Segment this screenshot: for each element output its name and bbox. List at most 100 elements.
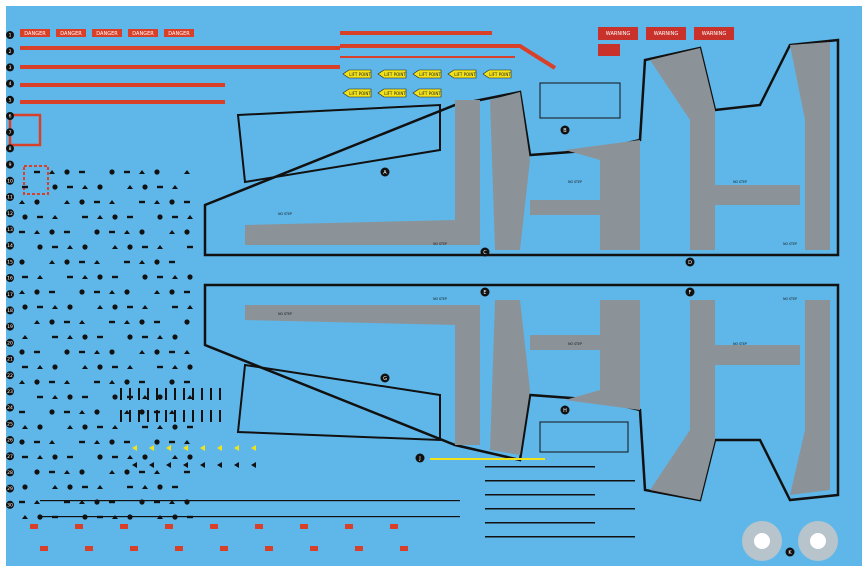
stencil-dash bbox=[49, 380, 55, 384]
stencil-tri bbox=[184, 170, 190, 174]
stencil-dash bbox=[64, 320, 70, 324]
marker-circle bbox=[6, 257, 14, 266]
danger-label-box bbox=[20, 29, 50, 37]
stencil-dash bbox=[19, 410, 25, 414]
red-stripe bbox=[340, 31, 492, 35]
marker-number: 1 bbox=[9, 33, 12, 39]
stencil-dot bbox=[49, 409, 55, 415]
stencil-dash bbox=[139, 380, 145, 384]
stencil-tri bbox=[217, 462, 222, 468]
walkway-strip bbox=[530, 335, 640, 350]
warning-placard bbox=[598, 27, 638, 40]
stencil-dash bbox=[67, 275, 73, 279]
stencil-tri bbox=[154, 290, 160, 294]
marker-circle bbox=[6, 322, 14, 331]
marker-circle bbox=[6, 144, 14, 153]
walkway-strip bbox=[650, 48, 715, 250]
stencil-dash bbox=[52, 335, 58, 339]
stencil-tri bbox=[124, 230, 130, 234]
marker-circle bbox=[6, 387, 14, 396]
stencil-tri bbox=[97, 485, 103, 489]
stencil-tri bbox=[52, 395, 58, 399]
walkway-strip bbox=[490, 300, 530, 455]
stencil-bar bbox=[165, 410, 167, 422]
red-stripe bbox=[20, 46, 340, 50]
stencil-dash bbox=[34, 170, 40, 174]
stencil-tri bbox=[49, 440, 55, 444]
stencil-dot bbox=[19, 349, 25, 355]
panel-letter: B bbox=[563, 128, 567, 134]
marker-number: 17 bbox=[7, 292, 13, 298]
stencil-dash bbox=[157, 275, 163, 279]
stencil-tri bbox=[251, 462, 256, 468]
marker-circle bbox=[6, 241, 14, 250]
stencil-tri bbox=[172, 275, 178, 279]
stencil-line bbox=[485, 522, 595, 524]
stencil-dot bbox=[169, 199, 175, 205]
stencil-bar bbox=[138, 410, 140, 422]
walkway-strip bbox=[245, 100, 480, 245]
stencil-dot bbox=[142, 454, 148, 460]
stencil-dot bbox=[187, 454, 193, 460]
small-stencils-group bbox=[19, 169, 838, 561]
stencil-red-tag bbox=[120, 524, 128, 529]
stencil-tri bbox=[139, 350, 145, 354]
marker-number: 5 bbox=[9, 97, 12, 103]
stencil-dash bbox=[67, 185, 73, 189]
stencil-line bbox=[485, 466, 595, 468]
marker-circle bbox=[6, 112, 14, 120]
marker-number: 7 bbox=[9, 130, 12, 136]
stencil-dot bbox=[64, 259, 70, 265]
marker-number: 30 bbox=[7, 502, 13, 508]
stencil-dash bbox=[184, 200, 190, 204]
stencil-dot bbox=[19, 439, 25, 445]
stencil-tri bbox=[127, 455, 133, 459]
walkway-note: NO STEP bbox=[278, 212, 292, 216]
stencil-dot bbox=[142, 184, 148, 190]
walkway-strip bbox=[565, 300, 640, 410]
marker-number: 19 bbox=[7, 324, 13, 330]
lift-arrow-text: LIFT POINT bbox=[384, 91, 406, 96]
stencil-red-tag bbox=[165, 524, 173, 529]
stencil-tri bbox=[234, 462, 239, 468]
red-stripe bbox=[20, 65, 340, 69]
marker-circle bbox=[6, 338, 14, 347]
marker-number: 29 bbox=[7, 486, 13, 492]
stencil-red-tag bbox=[75, 524, 83, 529]
stencil-bar bbox=[219, 388, 221, 400]
stencil-tri bbox=[19, 290, 25, 294]
stencil-tri bbox=[127, 185, 133, 189]
stencil-dot bbox=[37, 424, 43, 430]
stencil-dash bbox=[67, 455, 73, 459]
stencil-tri bbox=[82, 275, 88, 279]
stencil-dot bbox=[124, 289, 130, 295]
panel-letter-circle bbox=[685, 287, 695, 297]
walkway-strip bbox=[700, 345, 800, 365]
stencil-dot bbox=[22, 304, 28, 310]
stencil-dot bbox=[154, 349, 160, 355]
stencil-dot bbox=[97, 184, 103, 190]
stencil-dash bbox=[187, 425, 193, 429]
stencil-line bbox=[485, 508, 635, 510]
marker-circle bbox=[6, 403, 14, 412]
stencil-dot bbox=[187, 364, 193, 370]
stencil-bar bbox=[174, 388, 176, 400]
panel-letter: K bbox=[788, 550, 792, 556]
stencil-dot bbox=[82, 424, 88, 430]
marker-circle bbox=[6, 290, 14, 299]
stencil-dot bbox=[22, 214, 28, 220]
stencil-tri bbox=[109, 200, 115, 204]
stencil-tri bbox=[149, 462, 154, 468]
stencil-tri bbox=[132, 462, 137, 468]
danger-label-text: DANGER bbox=[60, 31, 82, 37]
stencil-tri bbox=[67, 245, 73, 249]
stencil-tri bbox=[34, 230, 40, 234]
lift-arrow bbox=[447, 69, 477, 79]
stencil-tri bbox=[67, 425, 73, 429]
panel-letter-circle bbox=[480, 287, 490, 297]
stencil-bar bbox=[129, 410, 131, 422]
stencil-tri bbox=[109, 380, 115, 384]
warning-placard bbox=[646, 27, 686, 40]
